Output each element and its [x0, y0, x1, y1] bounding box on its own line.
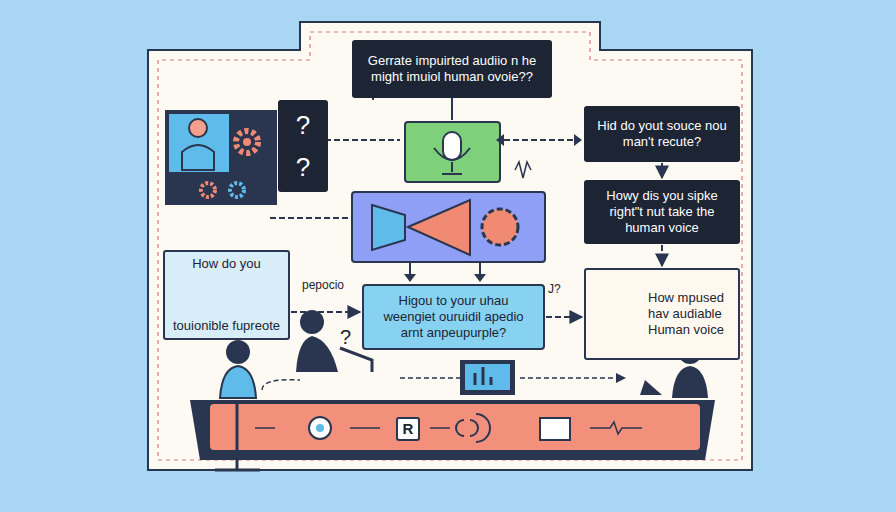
button	[309, 417, 331, 439]
monitor	[460, 360, 515, 395]
group-box: How do you touionible fupreote	[163, 250, 290, 340]
person-head	[189, 119, 207, 137]
speaker-cone	[408, 200, 470, 255]
monitor-screen	[465, 364, 510, 390]
dashed-line	[270, 217, 348, 219]
bar-arrows	[255, 427, 450, 429]
question-box: Hid do yout souce nou man't recute?	[584, 106, 740, 162]
sound-wave	[515, 162, 531, 178]
waveform	[590, 422, 642, 434]
process-box: Higou to your uhau weengiet ouruidil ape…	[362, 284, 545, 350]
equalizer-key	[540, 418, 570, 440]
node-text: How do you	[192, 256, 261, 272]
person	[300, 310, 324, 334]
key-button: R	[396, 417, 420, 441]
dashed-arrow	[661, 163, 663, 178]
gear	[230, 183, 244, 197]
chair	[215, 400, 260, 470]
left-panel-screen	[169, 114, 229, 172]
question-mark: ?	[340, 326, 351, 349]
gear	[243, 138, 251, 146]
node-text: R	[403, 420, 414, 439]
speaker-box	[352, 192, 545, 262]
node-text: ?	[296, 111, 310, 140]
microphone-box	[405, 122, 500, 182]
connector-line	[410, 262, 480, 278]
dashed-arrow	[661, 245, 663, 266]
gear	[482, 209, 518, 245]
node-text: Higou to your uhau weengiet ouruidil ape…	[374, 293, 533, 342]
monitor-bars	[475, 367, 491, 385]
question-bubble: ??	[278, 100, 328, 192]
dashed-line	[262, 378, 620, 390]
note-label: pepocio	[302, 278, 344, 292]
arrow-head	[616, 373, 626, 383]
microphone	[443, 132, 461, 160]
node-text: touionible fupreote	[173, 318, 280, 334]
button-core	[316, 424, 324, 432]
listener-box: How mpused hav audiable Human voice	[584, 268, 740, 360]
node-text: Howy dis you sipke right"t nut take the …	[594, 188, 730, 237]
signal-icon	[456, 414, 490, 442]
node-text: ?	[296, 153, 310, 182]
desk-bar	[210, 404, 700, 450]
dashed-frame	[158, 32, 742, 460]
node-text: Gerrate impuirted audiio n he might imui…	[362, 53, 542, 86]
dashed-arrow	[291, 311, 360, 313]
gear	[201, 183, 215, 197]
node-text: Hid do yout souce nou man't recute?	[594, 118, 730, 151]
arrow-heads	[496, 134, 582, 146]
person	[672, 366, 708, 398]
left-panel-base	[169, 176, 273, 202]
laptop	[640, 380, 662, 395]
dashed-arrow	[546, 316, 582, 318]
connector-line	[451, 98, 453, 120]
person	[220, 366, 256, 398]
microphone-stand	[434, 148, 470, 174]
question-box: Gerrate impuirted audiio n he might imui…	[352, 40, 552, 98]
person-body	[182, 145, 214, 170]
note-label: J?	[548, 282, 561, 296]
speaker	[372, 205, 405, 250]
person	[296, 336, 338, 372]
person	[226, 340, 250, 364]
gear	[236, 131, 258, 153]
node-text: How mpused hav audiable Human voice	[648, 290, 730, 339]
question-box: Howy dis you sipke right"t nut take the …	[584, 180, 740, 244]
panel	[148, 22, 752, 470]
left-panel	[165, 110, 277, 205]
arrow-heads	[404, 274, 486, 282]
desk	[190, 400, 715, 460]
dashed-arrow	[504, 139, 574, 141]
laptop	[340, 348, 372, 372]
